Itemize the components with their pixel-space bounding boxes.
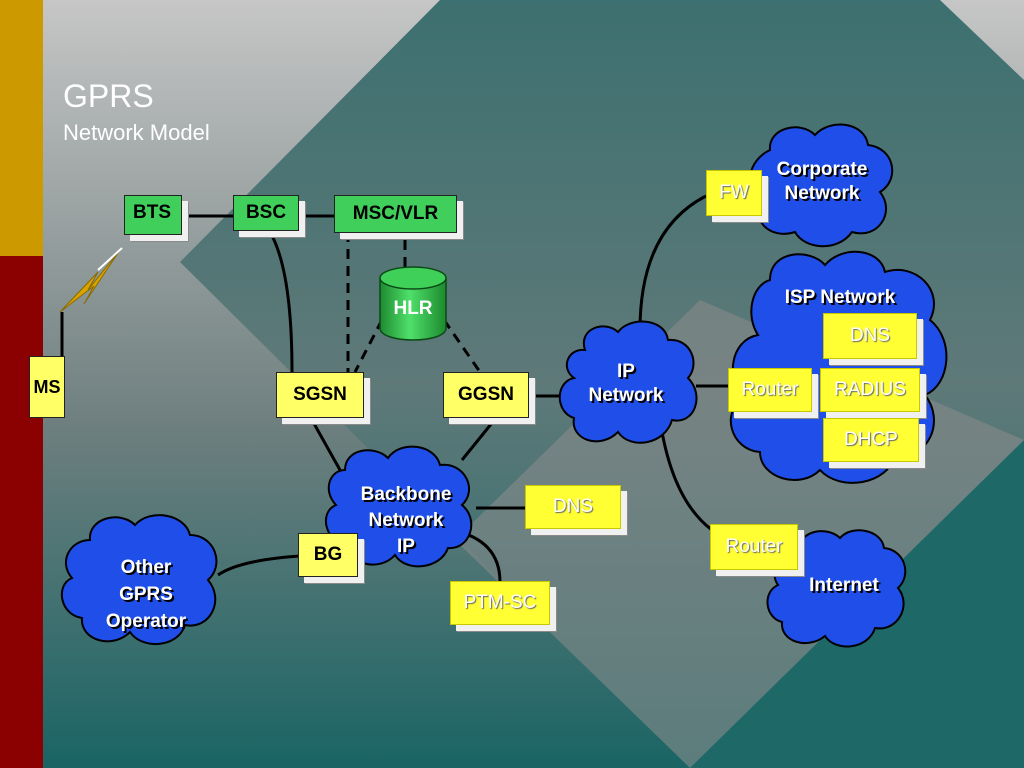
corporate-network-label: Corporate Network <box>752 158 892 206</box>
other-gprs-operator-cloud <box>60 514 218 645</box>
msc-vlr-node[interactable]: MSC/VLR <box>334 195 457 233</box>
backbone-network-label: Backbone Network IP <box>338 482 474 560</box>
other-gprs-operator-label-line3: Operator <box>105 611 187 632</box>
internet-label: Internet <box>809 575 879 596</box>
backbone-network-cloud <box>325 445 473 568</box>
ggsn-node[interactable]: GGSN <box>443 372 529 418</box>
ip-network-cloud <box>558 320 698 444</box>
ip-network-label-line2: Network <box>588 385 664 406</box>
internet-cloud <box>766 529 907 648</box>
internet-router-node[interactable]: Router <box>710 524 798 570</box>
radius-node[interactable]: RADIUS <box>820 368 920 412</box>
ms-node[interactable]: MS <box>29 356 65 418</box>
backbone-network-label-line3: IP <box>397 536 415 557</box>
fw-node[interactable]: FW <box>706 170 762 216</box>
bts-node[interactable]: BTS <box>124 195 182 235</box>
bsc-node[interactable]: BSC <box>233 195 299 231</box>
slide-title: GPRS <box>63 78 154 114</box>
ptm-sc-node[interactable]: PTM-SC <box>450 581 550 625</box>
ip-network-label: IP Network <box>566 360 686 408</box>
backbone-dns-node[interactable]: DNS <box>525 485 621 529</box>
isp-network-label: ISP Network <box>784 287 896 308</box>
hlr-database-icon <box>379 266 447 341</box>
corporate-network-label-line2: Network <box>784 183 860 204</box>
other-gprs-operator-label-line1: Other <box>120 557 172 578</box>
isp-dns-node[interactable]: DNS <box>823 313 917 359</box>
isp-router-node[interactable]: Router <box>728 368 812 412</box>
other-gprs-operator-label: Other GPRS Operator <box>76 554 216 635</box>
bg-node[interactable]: BG <box>298 533 358 577</box>
sgsn-node[interactable]: SGSN <box>276 372 364 418</box>
dhcp-node[interactable]: DHCP <box>823 418 919 462</box>
corporate-network-label-line1: Corporate <box>776 159 868 180</box>
hlr-label[interactable]: HLR <box>393 298 433 319</box>
ip-network-label-line1: IP <box>617 361 635 382</box>
slide-subtitle: Network Model <box>63 120 210 145</box>
other-gprs-operator-label-line2: GPRS <box>119 584 173 605</box>
backbone-network-label-line2: Network <box>368 510 444 531</box>
backbone-network-label-line1: Backbone <box>360 484 452 505</box>
